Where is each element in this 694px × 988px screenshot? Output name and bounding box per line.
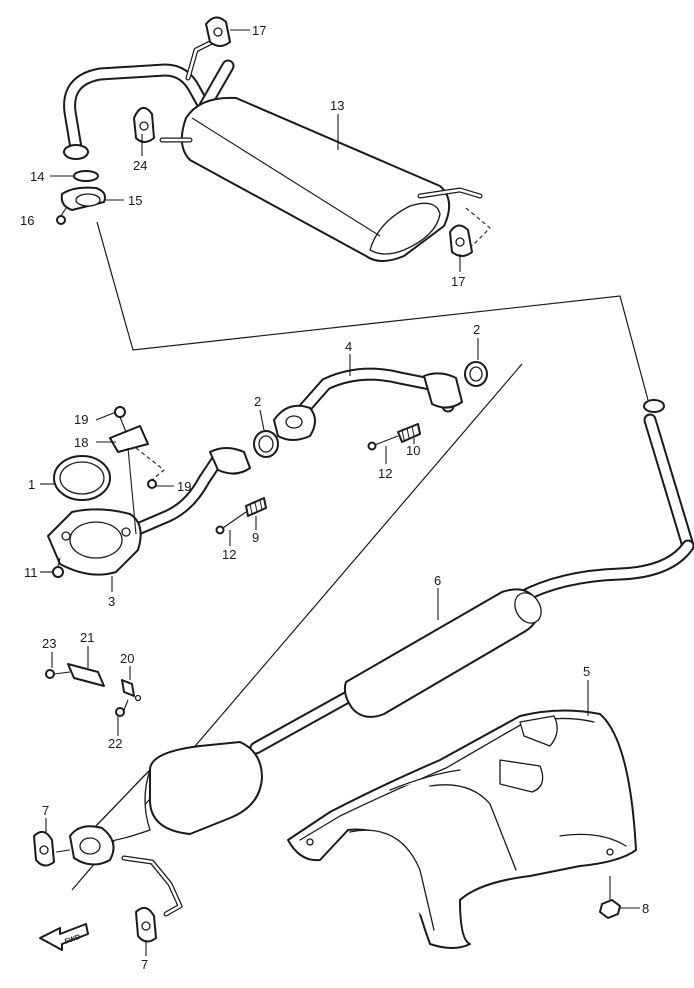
callout-7-rear: 7 (141, 957, 148, 972)
bolt-19-side (135, 447, 165, 489)
front-hanger-rod (121, 855, 183, 917)
callout-4: 4 (345, 339, 352, 354)
main-exhaust-pipe-6 (69, 399, 694, 866)
center-muffler (343, 588, 540, 718)
center-pipe-4 (273, 367, 463, 441)
callout-20: 20 (120, 651, 134, 666)
gasket-14 (73, 170, 99, 182)
muffler-inlet-flange (63, 144, 89, 160)
callout-15: 15 (128, 193, 142, 208)
spring-10 (397, 423, 421, 443)
hanger-rubber-24 (133, 107, 155, 143)
callout-17-top: 17 (252, 23, 266, 38)
callout-21: 21 (80, 630, 94, 645)
gasket-2-front (253, 430, 279, 458)
gasket-1 (53, 455, 111, 501)
callout-11: 11 (24, 565, 38, 580)
hanger-rubber-17-top (205, 16, 231, 47)
callout-3: 3 (108, 594, 115, 609)
rear-muffler-assembly (63, 39, 483, 262)
callout-24: 24 (133, 158, 147, 173)
callout-17-right: 17 (451, 274, 465, 289)
front-pipe-3 (47, 447, 251, 576)
callout-7-front: 7 (42, 803, 49, 818)
callout-23: 23 (42, 636, 56, 651)
callout-8: 8 (642, 901, 649, 916)
bolt-19-top (114, 406, 127, 433)
callout-16: 16 (20, 213, 34, 228)
callout-12-upper: 12 (378, 466, 392, 481)
spring-9 (245, 497, 267, 517)
muffler-body (180, 96, 451, 262)
bolt-23 (45, 669, 71, 679)
hanger-rubber-17-right (449, 207, 491, 257)
callout-2-rear: 2 (473, 322, 480, 337)
callout-19-top: 19 (74, 412, 88, 427)
callout-9: 9 (252, 530, 259, 545)
center-pipe-rear-flange (423, 372, 463, 409)
reference-lines (71, 221, 649, 891)
main-pipe-rear-coupling (643, 399, 665, 413)
callout-leaders (40, 29, 640, 956)
callout-19-side: 19 (177, 479, 191, 494)
callout-10: 10 (406, 443, 420, 458)
callout-5: 5 (583, 664, 590, 679)
nut-20 (121, 679, 142, 702)
front-pipe-rear-flange (209, 447, 251, 475)
hanger-rubber-7-rear (135, 906, 157, 943)
heat-shield-5 (287, 709, 637, 949)
bolt-12-upper (367, 435, 399, 451)
catalytic-converter (149, 741, 263, 835)
bolt-12-lower (215, 511, 247, 535)
nut-8 (599, 876, 621, 919)
muffler-end-cap (369, 202, 441, 255)
bolt-22 (115, 699, 129, 717)
bolt-16 (56, 207, 67, 225)
callout-6: 6 (434, 573, 441, 588)
callout-1: 1 (28, 477, 35, 492)
gasket-2-rear (464, 361, 488, 387)
front-direction-arrow: FWD (39, 923, 89, 951)
callout-22: 22 (108, 736, 122, 751)
callout-14: 14 (30, 169, 44, 184)
callout-2-front: 2 (254, 394, 261, 409)
callout-12-lower: 12 (222, 547, 236, 562)
callout-numbers: 17 13 24 14 15 16 17 2 4 2 19 18 10 12 1… (20, 23, 649, 972)
bracket-18 (109, 425, 149, 535)
callout-18: 18 (74, 435, 88, 450)
clamp-15 (60, 186, 106, 211)
bracket-21 (67, 663, 105, 687)
callout-13: 13 (330, 98, 344, 113)
hanger-rubber-7-front (33, 830, 71, 867)
